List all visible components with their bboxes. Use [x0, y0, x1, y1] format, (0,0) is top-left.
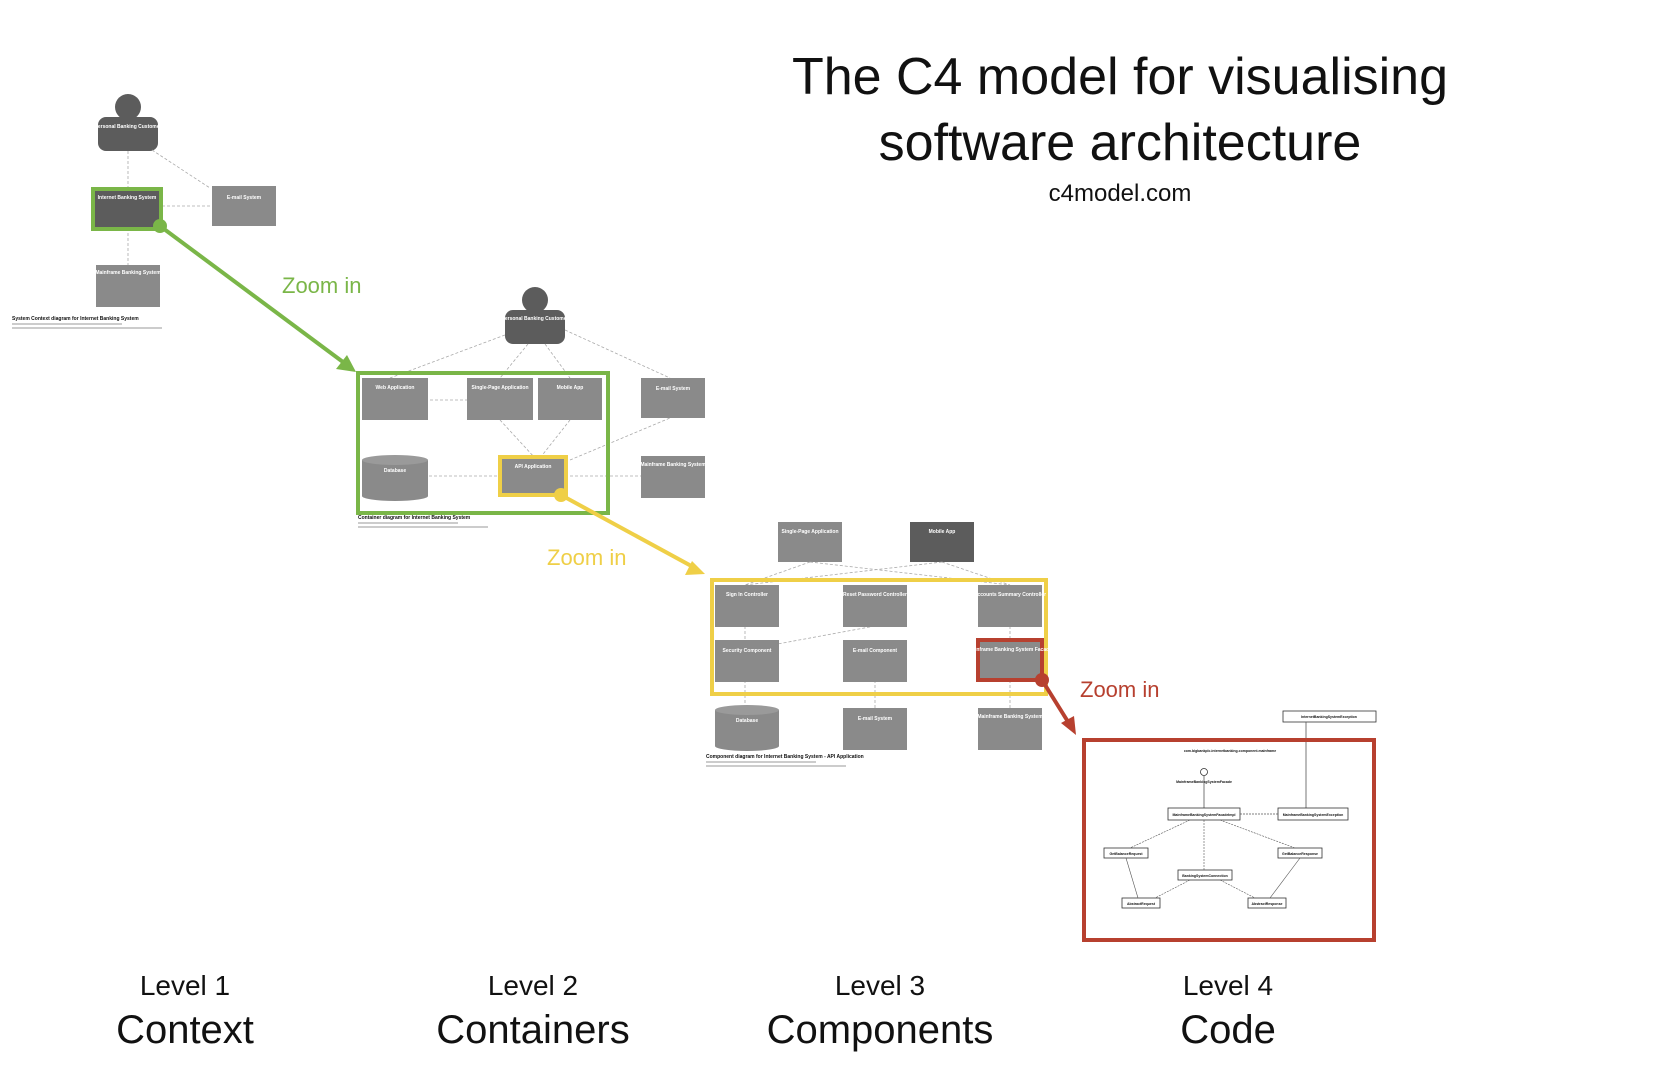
uml-package-label: com.bigbankplc.internetbanking.component…: [1184, 749, 1276, 753]
title-line-2: software architecture: [878, 114, 1362, 172]
zoom-arrow-1: Zoom in: [153, 219, 361, 372]
container-api-box: [498, 455, 568, 497]
context-person-label: Personal Banking Customer: [95, 124, 162, 130]
context-person-box: [98, 117, 158, 151]
component-email-system-label: E-mail System: [858, 716, 893, 722]
page-title: The C4 model for visualising software ar…: [700, 44, 1540, 176]
containers-boundary: [356, 371, 610, 515]
containers-person-label: Personal Banking Customer: [502, 316, 569, 322]
components-caption: Component diagram for Internet Banking S…: [706, 754, 864, 760]
component-accounts-label: Accounts Summary Controller: [974, 592, 1046, 598]
level-4-label: Level 4 Code: [1078, 970, 1378, 1053]
components-boundary: [710, 578, 1048, 696]
level-1-name: Context: [116, 1008, 254, 1052]
uml-class-connection: [1177, 869, 1233, 881]
container-database-box: [362, 455, 428, 501]
uml-abstract-response-label: AbstractResponse: [1252, 902, 1283, 906]
container-spa-label: Single-Page Application: [471, 385, 528, 391]
component-reset-box: [843, 585, 907, 627]
context-mainframe-box: [96, 265, 160, 307]
context-system-label: Internet Banking System: [98, 195, 157, 201]
component-spa-box: [778, 522, 842, 562]
uml-class-abstract-request: [1121, 897, 1161, 909]
containers-person-head-icon: [522, 287, 548, 313]
containers-diagram: Personal Banking Customer Web Applicatio…: [356, 287, 706, 528]
title-line-1: The C4 model for visualising: [791, 48, 1449, 106]
uml-interface-circle-icon: [1200, 768, 1208, 776]
code-diagram: InternetBankingSystemException com.bigba…: [1082, 710, 1377, 942]
context-internet-banking-box: [91, 187, 163, 231]
level-3-name: Components: [766, 1008, 994, 1052]
context-diagram: Personal Banking Customer Internet Banki…: [12, 94, 276, 329]
level-2-label: Level 2 Containers: [383, 970, 683, 1053]
uml-exception-label: InternetBankingSystemException: [1301, 715, 1357, 719]
component-mobile-label: Mobile App: [929, 529, 956, 535]
zoom-label-3: Zoom in: [1080, 677, 1159, 702]
level-4-number: Level 4: [1182, 970, 1274, 1001]
zoom-arrow-3: Zoom in: [1035, 673, 1159, 735]
container-web-app-label: Web Application: [376, 385, 415, 391]
container-email-box: [641, 378, 705, 418]
component-security-box: [715, 640, 779, 682]
component-email-system-box: [843, 708, 907, 750]
level-4-name: Code: [1180, 1008, 1276, 1052]
context-email-label: E-mail System: [227, 195, 262, 201]
container-mobile-label: Mobile App: [557, 385, 584, 391]
uml-get-balance-response-label: GetBalanceResponse: [1282, 852, 1318, 856]
containers-person-box: [505, 310, 565, 344]
context-person-head-icon: [115, 94, 141, 120]
container-web-app-box: [362, 378, 428, 420]
context-email-box: [212, 186, 276, 226]
uml-abstract-request-label: AbstractRequest: [1127, 902, 1156, 906]
uml-get-balance-request-label: GetBalanceRequest: [1109, 852, 1143, 856]
containers-caption: Container diagram for Internet Banking S…: [358, 515, 471, 521]
component-mobile-box: [910, 522, 974, 562]
component-mainframe-box: [978, 708, 1042, 750]
component-accounts-box: [978, 585, 1042, 627]
component-database-box: [715, 705, 779, 751]
level-3-label: Level 3 Components: [730, 970, 1030, 1053]
component-facade-box: [976, 638, 1044, 682]
uml-class-abstract-response: [1247, 897, 1287, 909]
container-mainframe-box: [641, 456, 705, 498]
component-signin-label: Sign In Controller: [726, 592, 768, 598]
component-reset-label: Reset Password Controller: [843, 592, 907, 598]
container-spa-box: [467, 378, 533, 420]
container-mobile-box: [538, 378, 602, 420]
uml-connection-label: BankingSystemConnection: [1182, 874, 1228, 878]
component-email-comp-label: E-mail Component: [853, 648, 898, 654]
level-3-number: Level 3: [834, 970, 926, 1001]
level-2-name: Containers: [436, 1008, 630, 1052]
component-facade-label: Mainframe Banking System Facade: [968, 647, 1052, 653]
components-diagram: Single-Page Application Mobile App Sign …: [706, 522, 1052, 767]
component-mainframe-label: Mainframe Banking System: [977, 714, 1043, 720]
page-subtitle: c4model.com: [1048, 180, 1192, 207]
component-signin-box: [715, 585, 779, 627]
zoom-arrow-2: Zoom in: [547, 488, 705, 575]
container-api-label: API Application: [515, 464, 552, 470]
level-1-number: Level 1: [139, 970, 231, 1001]
component-security-label: Security Component: [723, 648, 772, 654]
level-1-label: Level 1 Context: [35, 970, 335, 1053]
component-database-label: Database: [736, 718, 758, 724]
zoom-label-2: Zoom in: [547, 545, 626, 570]
context-mainframe-label: Mainframe Banking System: [95, 270, 161, 276]
zoom-label-1: Zoom in: [282, 273, 361, 298]
uml-impl-exception-label: MainframeBankingSystemException: [1283, 813, 1344, 817]
component-spa-label: Single-Page Application: [781, 529, 838, 535]
container-database-label: Database: [384, 468, 406, 474]
uml-class-exception: [1282, 710, 1377, 723]
container-email-label: E-mail System: [656, 386, 691, 392]
component-email-box: [843, 640, 907, 682]
container-mainframe-label: Mainframe Banking System: [640, 462, 706, 468]
uml-impl-label: MainframeBankingSystemFacadeImpl: [1172, 813, 1235, 817]
code-boundary: [1082, 738, 1376, 942]
context-caption: System Context diagram for Internet Bank…: [12, 316, 139, 322]
level-2-number: Level 2: [487, 970, 579, 1001]
